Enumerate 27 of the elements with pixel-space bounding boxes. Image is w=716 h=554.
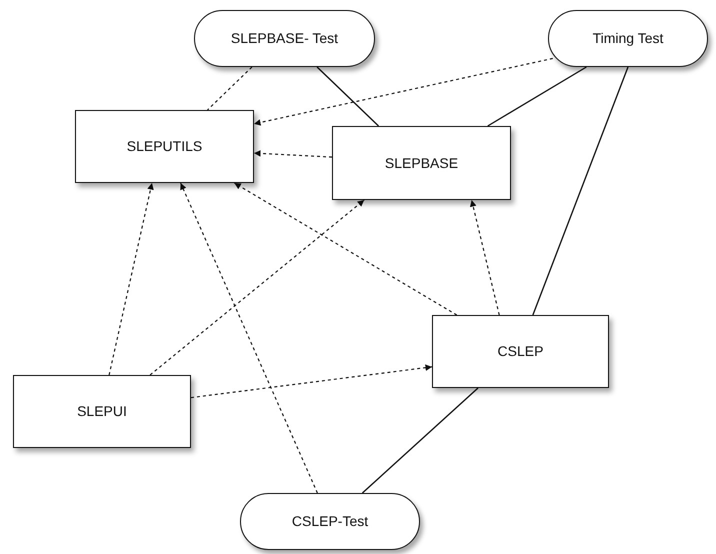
- node-label: SLEPUI: [76, 403, 128, 420]
- rounded-node: [240, 493, 420, 550]
- arrow: [150, 200, 365, 376]
- connector-line: [207, 66, 252, 110]
- arrow: [180, 182, 318, 494]
- arrow: [234, 182, 458, 316]
- node-label: CSLEP: [496, 343, 544, 360]
- node-label: CSLEP-Test: [290, 513, 370, 530]
- process-box: [75, 110, 254, 183]
- node-label: Timing Test: [592, 30, 664, 47]
- arrow: [254, 58, 553, 126]
- node-label: SLEPBASE- Test: [230, 30, 340, 47]
- rounded-node: [548, 10, 708, 67]
- rounded-node: [194, 10, 375, 67]
- connector-line: [532, 66, 629, 316]
- arrow: [190, 364, 432, 398]
- connector-line: [316, 66, 379, 126]
- connector-line: [487, 66, 587, 127]
- node-label: SLEPBASE: [384, 154, 460, 172]
- process-box: [332, 126, 511, 200]
- node-label: SLEPUTILS: [126, 138, 204, 155]
- connector-line: [362, 388, 478, 494]
- arrow: [254, 150, 332, 158]
- arrow: [470, 200, 500, 316]
- process-box: [13, 375, 191, 448]
- process-box: [432, 315, 609, 388]
- arrow: [108, 182, 154, 376]
